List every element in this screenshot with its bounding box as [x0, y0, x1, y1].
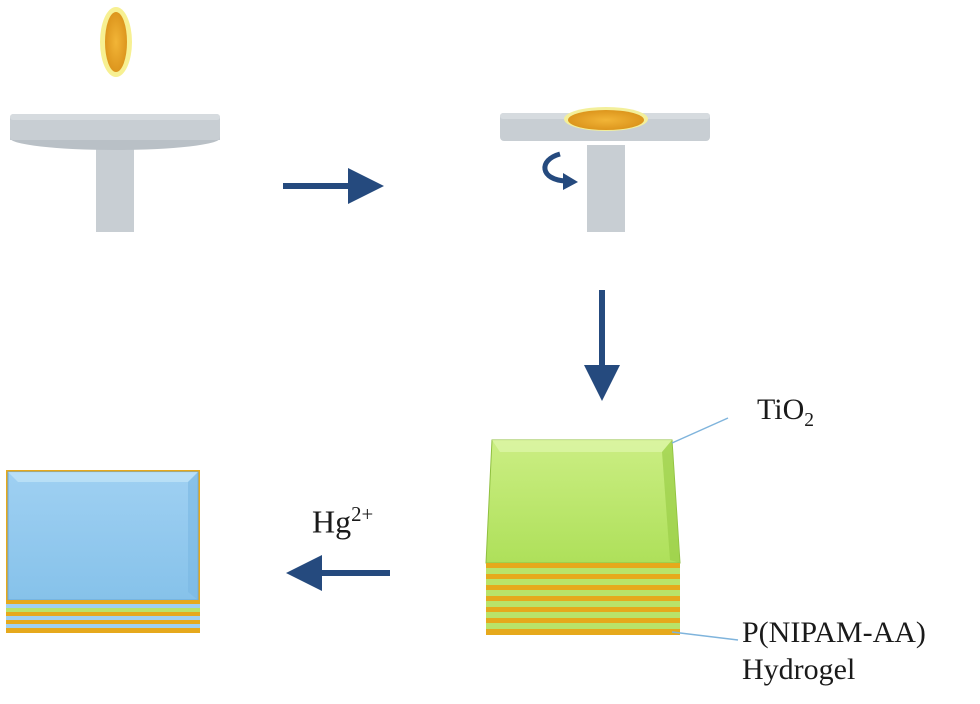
droplet-icon	[564, 107, 648, 131]
hg-text: Hg	[312, 503, 352, 540]
tio2-text: TiO	[757, 393, 805, 426]
pnipam-label: P(NIPAM-AA)	[742, 616, 926, 649]
hydrogel-pointer	[671, 631, 739, 641]
droplet-icon	[100, 7, 132, 77]
rotation-arrow-icon	[542, 151, 578, 190]
hg-ion-label: Hg2+	[312, 503, 374, 540]
photonic-crystal-film	[485, 439, 681, 635]
hydrogel-label: Hydrogel	[742, 653, 856, 686]
spin-coater-icon	[10, 114, 220, 232]
hg-superscript: 2+	[351, 503, 374, 526]
responsive-film	[6, 470, 200, 633]
tio2-pointer	[671, 417, 729, 444]
tio2-label: TiO2	[757, 395, 814, 431]
tio2-subscript: 2	[804, 410, 815, 431]
